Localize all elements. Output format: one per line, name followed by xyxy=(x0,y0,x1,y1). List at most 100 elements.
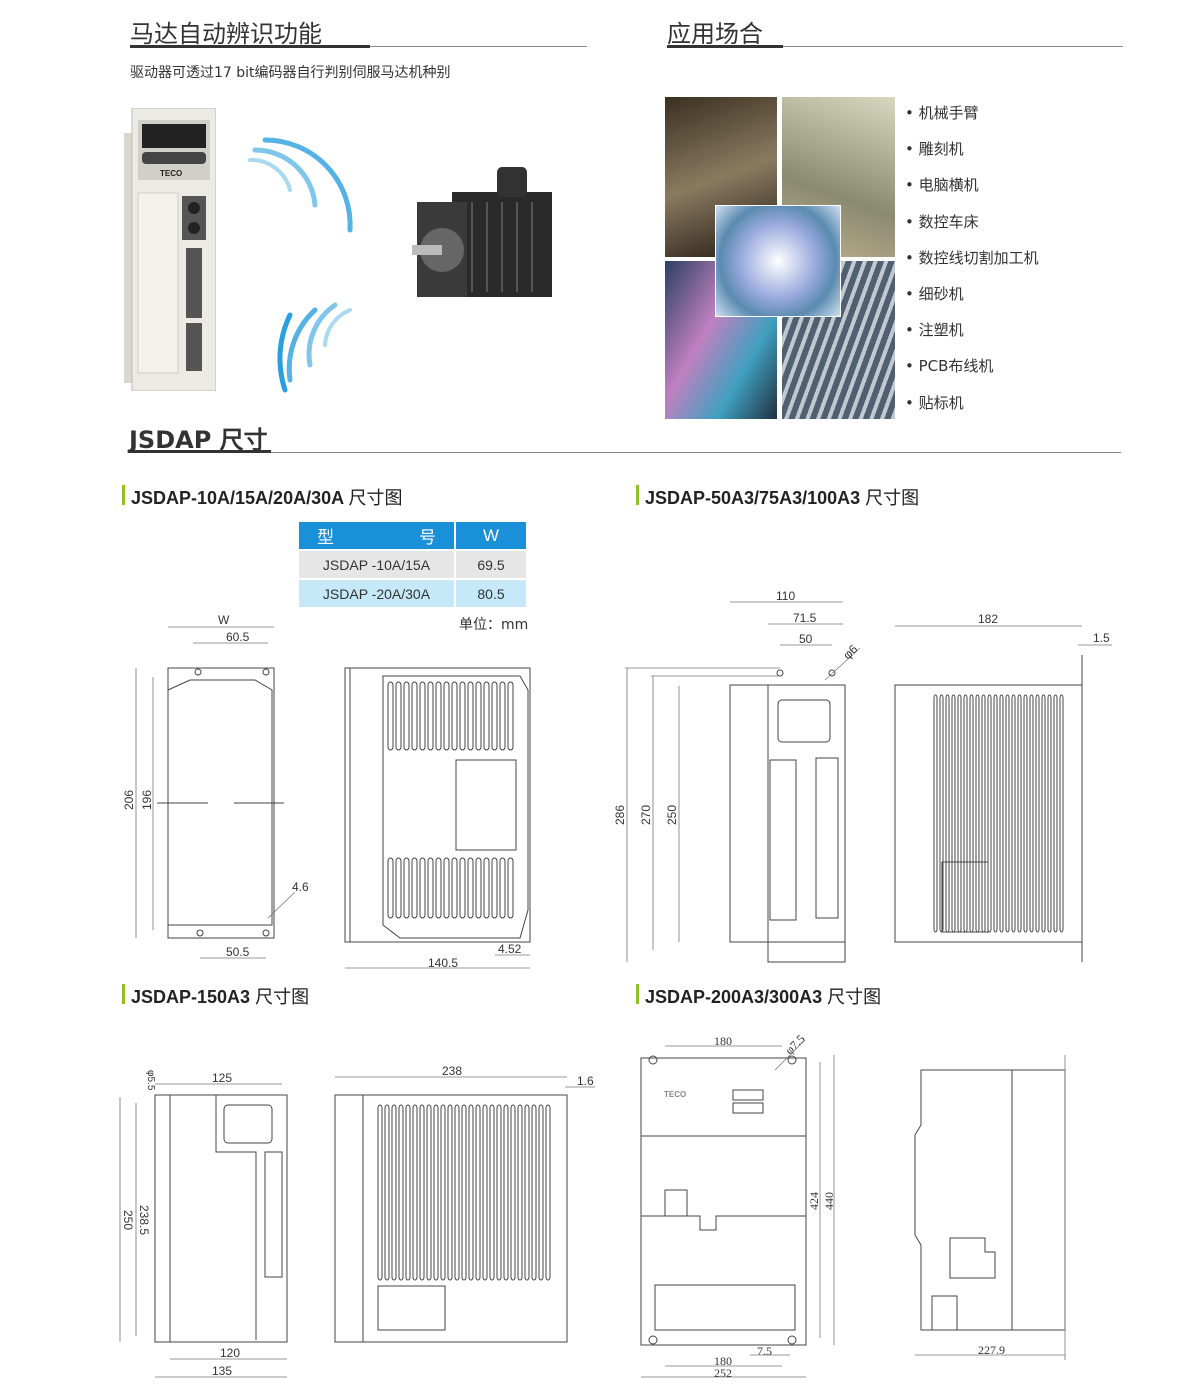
vent-slat xyxy=(391,1104,397,1281)
vent-slat xyxy=(384,1104,390,1281)
vent-slat xyxy=(510,1104,516,1281)
vent-slat xyxy=(427,857,434,919)
drawing-b-side xyxy=(894,655,1083,962)
list-item: • 数控线切割加工机 xyxy=(905,248,1039,267)
vent-slat xyxy=(467,681,474,751)
drive-brand-logo: TECO xyxy=(664,1090,686,1099)
vent-slat xyxy=(1041,694,1046,933)
vent-slat xyxy=(451,681,458,751)
title-rule xyxy=(370,46,587,47)
list-item: • 细砂机 xyxy=(905,284,964,303)
vent-slat xyxy=(1029,694,1034,933)
vent-slat xyxy=(475,857,482,919)
drawing-d-side xyxy=(914,1069,1066,1331)
dim-label: 196 xyxy=(140,790,154,810)
dim-label: W xyxy=(218,613,230,627)
vent-slat xyxy=(945,694,950,933)
vent-slat xyxy=(524,1104,530,1281)
section-marker xyxy=(636,485,639,505)
vent-slat xyxy=(999,694,1004,933)
vent-slat xyxy=(443,681,450,751)
vent-slat xyxy=(411,857,418,919)
vent-slat xyxy=(545,1104,551,1281)
dim-label: 50.5 xyxy=(226,945,250,959)
vent-slat xyxy=(499,681,506,751)
dim-label: 1.6 xyxy=(577,1074,594,1088)
servo-motor-image xyxy=(412,167,552,297)
vent-slat xyxy=(435,681,442,751)
vent-slat xyxy=(459,681,466,751)
list-item: • 数控车床 xyxy=(905,212,979,231)
vent-slat xyxy=(499,857,506,919)
dim-label: 250 xyxy=(665,805,679,825)
vent-slat xyxy=(507,681,514,751)
vent-slat xyxy=(933,694,938,933)
vent-slat xyxy=(395,681,402,751)
vent-slat xyxy=(398,1104,404,1281)
dim-label: 180 xyxy=(714,1354,732,1368)
dim-label: 206 xyxy=(122,790,136,810)
vent-slat xyxy=(1059,694,1064,933)
list-item: • 雕刻机 xyxy=(905,140,964,159)
dim-label: φ6 xyxy=(840,642,860,662)
vent-slat xyxy=(483,681,490,751)
section-title-d: JSDAP-200A3/300A3 尺寸图 xyxy=(645,987,882,1007)
title-rule xyxy=(783,46,1123,47)
dim-label: 120 xyxy=(220,1346,240,1360)
vent-slat xyxy=(951,694,956,933)
dimensions-title: JSDAP 尺寸 xyxy=(129,426,268,454)
dim-label: 60.5 xyxy=(226,630,250,644)
vent-slat xyxy=(467,857,474,919)
dim-label: 71.5 xyxy=(793,611,817,625)
vent-slat xyxy=(403,857,410,919)
vent-slat xyxy=(459,857,466,919)
vent-slat xyxy=(1053,694,1058,933)
dim-label: 238 xyxy=(442,1064,462,1078)
title-rule xyxy=(271,452,1121,453)
section-title-a: JSDAP-10A/15A/20A/30A 尺寸图 xyxy=(131,488,403,508)
dim-label: 182 xyxy=(978,612,998,626)
vent-slat xyxy=(981,694,986,933)
drawing-b-front xyxy=(729,669,846,963)
servo-drive-image: TECO xyxy=(124,107,217,392)
table-cell: 69.5 xyxy=(456,551,526,578)
title-underline xyxy=(667,45,783,48)
applications-title: 应用场合 xyxy=(667,20,763,48)
vent-slat xyxy=(1023,694,1028,933)
unit-label: 单位：mm xyxy=(459,617,529,633)
vent-slat xyxy=(531,1104,537,1281)
drawing-c-front xyxy=(154,1094,288,1343)
vent-slat xyxy=(451,857,458,919)
vent-slat xyxy=(447,1104,453,1281)
vent-slat xyxy=(440,1104,446,1281)
vent-slat xyxy=(1011,694,1016,933)
dim-label: 1.5 xyxy=(1093,631,1110,645)
vent-slat xyxy=(475,681,482,751)
vent-slat xyxy=(387,857,394,919)
dim-label: 270 xyxy=(639,805,653,825)
vent-slat xyxy=(426,1104,432,1281)
vent-slat xyxy=(395,857,402,919)
vent-slat xyxy=(507,857,514,919)
motor-id-desc: 驱动器可透过17 bit编码器自行判别伺服马达机种别 xyxy=(130,65,451,81)
section-marker xyxy=(122,984,125,1004)
dim-label: 4.6 xyxy=(292,880,309,894)
dim-label: 238.5 xyxy=(137,1205,151,1235)
vent-slat xyxy=(443,857,450,919)
motor-id-title: 马达自动辨识功能 xyxy=(130,20,322,48)
list-item: • 注塑机 xyxy=(905,321,964,340)
vent-slat xyxy=(412,1104,418,1281)
table-header: 型 号 xyxy=(299,522,454,549)
vent-slat xyxy=(496,1104,502,1281)
vent-slat xyxy=(468,1104,474,1281)
vent-slat xyxy=(433,1104,439,1281)
drive-brand-logo: TECO xyxy=(160,169,182,178)
dim-label: 440 xyxy=(822,1192,836,1210)
vent-slat xyxy=(489,1104,495,1281)
dim-label: 286 xyxy=(613,805,627,825)
wireless-wave-icon xyxy=(248,137,353,393)
dim-label: 110 xyxy=(776,589,795,603)
dim-label: 424 xyxy=(807,1192,821,1210)
